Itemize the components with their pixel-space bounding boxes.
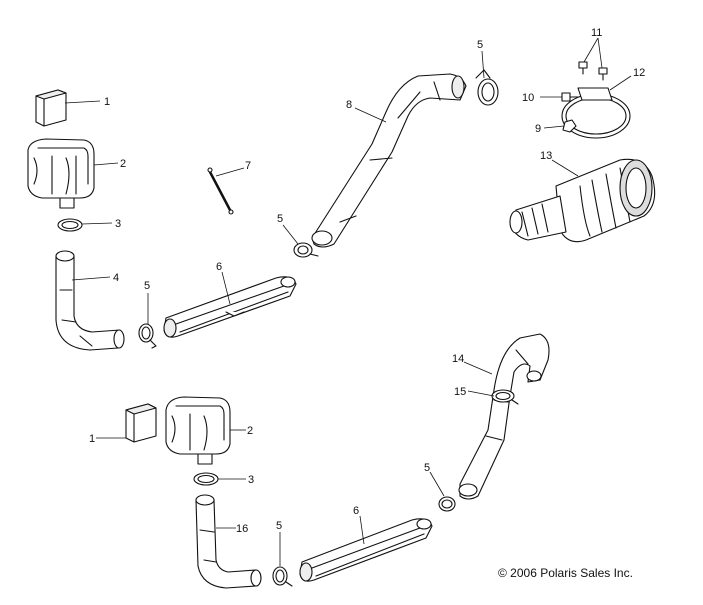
callout-6-lower: 6: [353, 505, 359, 517]
callout-6-upper: 6: [216, 261, 222, 273]
part-12-strap: [562, 88, 630, 138]
callout-10: 10: [522, 92, 534, 104]
callout-16: 16: [236, 523, 248, 535]
part-5-clamp-b: [294, 243, 318, 257]
part-2-silencer-upper: [28, 139, 94, 208]
callout-13: 13: [540, 150, 552, 162]
part-6-duct-upper: [164, 277, 296, 337]
part-14-intake-tube: [459, 334, 549, 499]
part-5-clamp-a: [139, 324, 156, 348]
part-3-clamp-upper: [58, 219, 82, 231]
callout-5-c: 5: [477, 39, 483, 51]
part-9-nut: [563, 120, 576, 132]
callout-15: 15: [454, 386, 466, 398]
part-13-air-cleaner: [510, 159, 655, 241]
copyright-notice: © 2006 Polaris Sales Inc.: [498, 566, 633, 580]
callout-2-upper: 2: [120, 158, 126, 170]
callout-5-a: 5: [144, 280, 150, 292]
callout-labels: 1 2 3 4 5 6 7 5 8 5 11 12 10 9 13 14 15 …: [89, 27, 645, 535]
callout-2-lower: 2: [247, 425, 253, 437]
part-16-hose: [196, 495, 261, 588]
callout-1-upper: 1: [104, 96, 110, 108]
callout-3-lower: 3: [248, 474, 254, 486]
callout-3-upper: 3: [115, 218, 121, 230]
part-1-foam-block-upper: [36, 90, 66, 127]
part-5-clamp-c: [476, 70, 498, 105]
callout-leaders: [64, 37, 632, 566]
callout-14: 14: [452, 353, 464, 365]
callout-7: 7: [245, 160, 251, 172]
callout-12: 12: [633, 67, 645, 79]
callout-9: 9: [535, 123, 541, 135]
callout-11: 11: [591, 27, 602, 39]
part-8-intake-tube: [312, 74, 466, 247]
part-2-silencer-lower: [166, 397, 230, 464]
part-11-bolts: [579, 62, 607, 81]
part-3-clamp-lower: [194, 473, 218, 485]
part-7-rod: [207, 167, 234, 215]
callout-4: 4: [113, 272, 119, 284]
callout-8: 8: [346, 99, 352, 111]
callout-5-e: 5: [424, 462, 430, 474]
callout-5-b: 5: [277, 213, 283, 225]
part-5-clamp-d: [273, 567, 292, 586]
callout-1-lower: 1: [89, 433, 95, 445]
callout-5-d: 5: [276, 520, 282, 532]
part-1-foam-block-lower: [126, 404, 156, 443]
part-5-clamp-e: [439, 497, 455, 511]
part-6-duct-lower: [300, 519, 432, 581]
part-4-hose: [56, 251, 124, 350]
